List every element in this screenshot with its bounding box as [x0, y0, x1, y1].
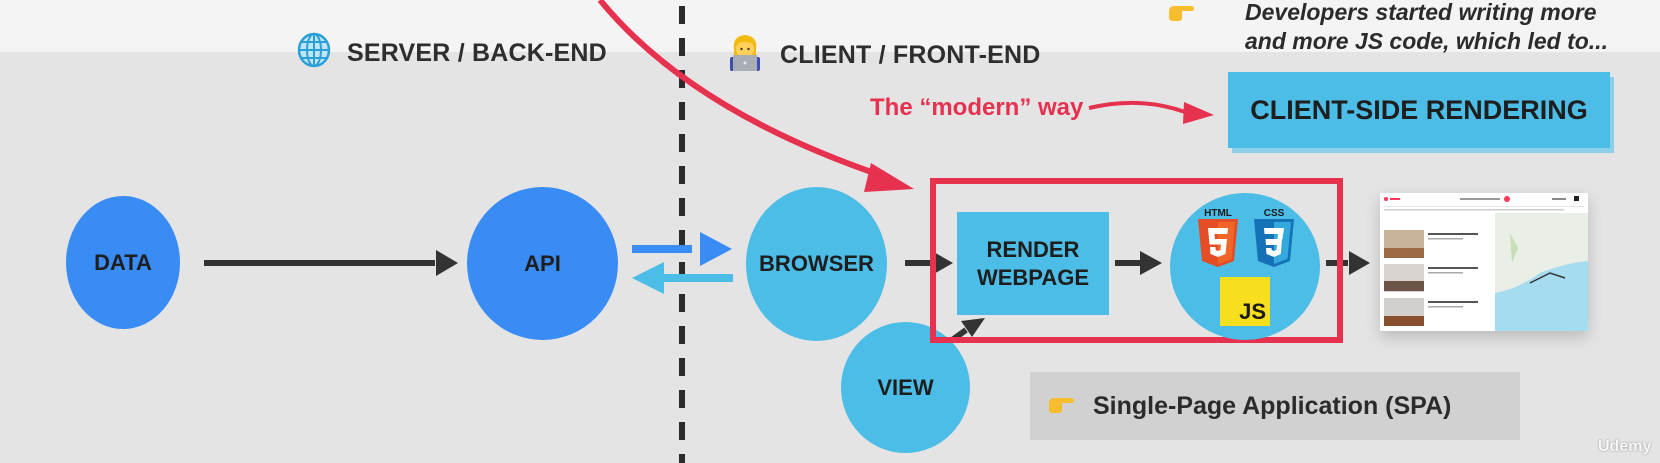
api-node: API	[467, 187, 618, 340]
browser-node-label: BROWSER	[759, 251, 874, 276]
browser-node: BROWSER	[746, 187, 887, 341]
data-node-label: DATA	[94, 249, 152, 275]
server-header-label: SERVER / BACK-END	[347, 39, 607, 67]
api-node-label: API	[524, 250, 561, 276]
note-line-2: and more JS code, which led to...	[1245, 28, 1608, 54]
server-header: SERVER / BACK-END	[297, 32, 607, 75]
render-webpage-box: RENDER WEBPAGE	[957, 212, 1109, 315]
spa-callout: Single-Page Application (SPA)	[1030, 372, 1520, 440]
view-node-label: VIEW	[877, 374, 934, 400]
globe-icon	[297, 32, 331, 75]
woman-technologist-icon	[726, 32, 764, 79]
modern-to-csr-arrowhead	[1183, 102, 1214, 124]
client-side-rendering-box: CLIENT-SIDE RENDERING	[1228, 72, 1610, 148]
render-label-line-1: RENDER	[986, 236, 1080, 262]
top-band	[0, 0, 1660, 52]
css-logo-label: CSS	[1263, 208, 1285, 219]
spa-screenshot-preview	[1380, 193, 1588, 331]
data-node: DATA	[66, 196, 180, 329]
modern-way-label: The “modern” way	[870, 94, 1084, 121]
client-rendering-highlight-box	[930, 178, 1343, 343]
spa-label: Single-Page Application (SPA)	[1093, 391, 1452, 420]
api-to-browser-arrow	[632, 245, 692, 253]
spa-pointer-icon	[1047, 392, 1075, 421]
view-node: VIEW	[841, 322, 970, 453]
modern-way-curve-arrow	[597, 0, 881, 178]
udemy-watermark: Udemy	[1598, 438, 1652, 455]
modern-way-curve-arrowhead	[864, 163, 914, 192]
browser-to-api-arrow	[663, 274, 733, 282]
note-pointer-icon	[1167, 2, 1195, 27]
note-text: Developers started writing more and more…	[1245, 0, 1608, 56]
modern-to-csr-arrow	[1088, 100, 1186, 114]
note-line-1: Developers started writing more	[1245, 0, 1597, 25]
client-header: CLIENT / FRONT-END	[726, 32, 1041, 79]
html-logo-label: HTML	[1204, 208, 1232, 219]
spa-screenshot-image	[1380, 193, 1588, 331]
render-label-line-2: WEBPAGE	[976, 264, 1090, 290]
js-logo-label: JS	[1239, 299, 1266, 324]
client-header-label: CLIENT / FRONT-END	[780, 41, 1041, 69]
html5-logo-icon: HTML	[1196, 208, 1240, 267]
css3-logo-icon: CSS	[1252, 208, 1296, 267]
javascript-logo-icon: JS	[1220, 277, 1270, 326]
